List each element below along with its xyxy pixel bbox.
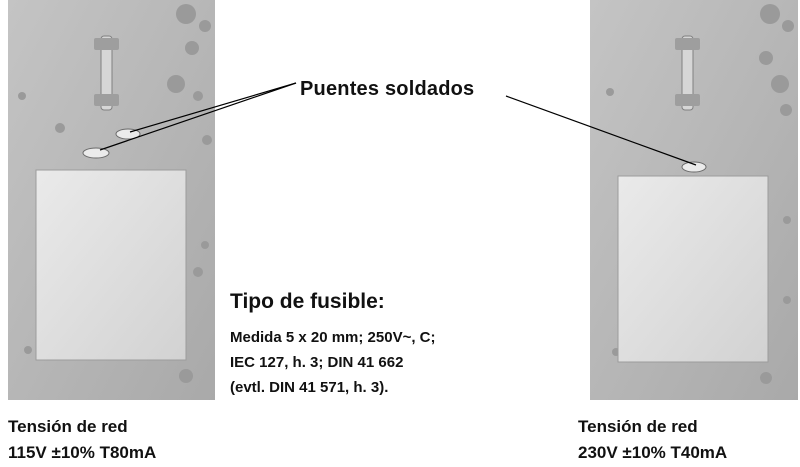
right-caption-title: Tensión de red xyxy=(578,417,698,436)
solder-bridges-callout: Puentes soldados xyxy=(300,78,475,100)
right-transformer xyxy=(617,175,769,363)
left-circuit-board xyxy=(8,0,215,400)
right-solder-bridge xyxy=(681,161,707,173)
left-solder-bridge-1 xyxy=(115,128,141,140)
leader-line-right xyxy=(505,95,697,166)
left-solder-bridge-2 xyxy=(82,147,110,159)
fuse-spec-line: Medida 5 x 20 mm; 250V~, C; xyxy=(230,329,436,346)
left-fuse-holder xyxy=(94,35,119,111)
right-caption-voltage: 230V ±10% T40mA xyxy=(578,443,728,462)
right-fuse-holder xyxy=(675,35,700,111)
left-board-holes xyxy=(18,4,212,383)
right-board-holes xyxy=(606,4,794,384)
left-caption-title: Tensión de red xyxy=(8,417,128,436)
fuse-type-title: Tipo de fusible: xyxy=(230,290,385,313)
fuse-spec-line: (evtl. DIN 41 571, h. 3). xyxy=(230,379,389,396)
callout-leader-lines xyxy=(99,82,697,166)
leader-line-left-2 xyxy=(99,82,297,151)
left-transformer xyxy=(35,169,187,361)
right-circuit-board xyxy=(590,0,798,400)
left-caption-voltage: 115V ±10% T80mA xyxy=(8,443,157,462)
leader-line-left-1 xyxy=(129,82,297,133)
fuse-spec-line: IEC 127, h. 3; DIN 41 662 xyxy=(230,354,404,371)
